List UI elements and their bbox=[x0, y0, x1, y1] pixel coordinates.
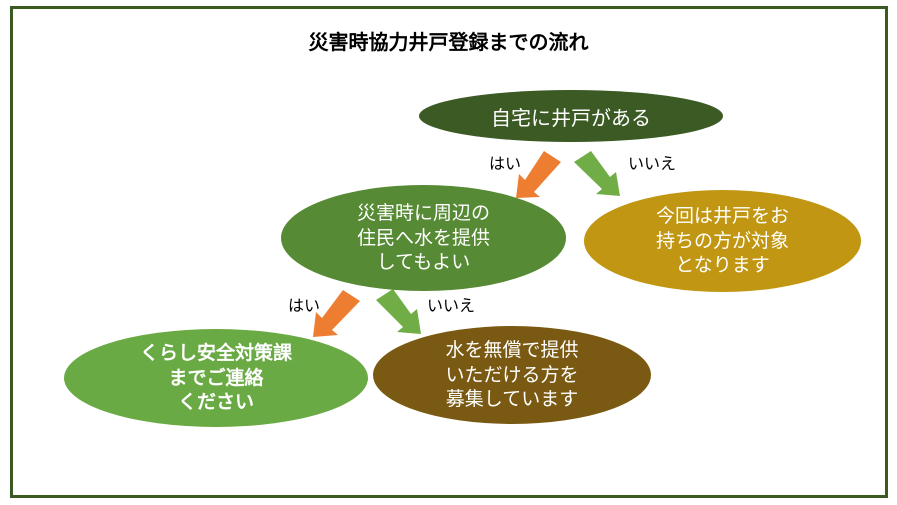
node-contact-office-text: くらし安全対策課 までご連絡 ください bbox=[139, 341, 292, 414]
arrow-start-no bbox=[574, 151, 620, 196]
edge-label-start-yes: はい bbox=[489, 154, 522, 173]
node-recruiting-text: 水を無償で提供 いただける方を 募集しています bbox=[445, 338, 579, 411]
arrow-q2-no bbox=[376, 289, 421, 334]
node-not-eligible: 今回は井戸をお 持ちの方が対象 となります bbox=[584, 190, 861, 292]
node-not-eligible-text: 今回は井戸をお 持ちの方が対象 となります bbox=[655, 204, 789, 277]
node-provide-water-question: 災害時に周辺の 住民へ水を提供 してもよい bbox=[281, 185, 566, 291]
edge-label-q2-no: いいえ bbox=[427, 296, 476, 315]
diagram-title: 災害時協力井戸登録までの流れ bbox=[308, 30, 589, 54]
node-recruiting: 水を無償で提供 いただける方を 募集しています bbox=[373, 326, 651, 424]
node-has-well-text: 自宅に井戸がある bbox=[491, 105, 651, 130]
arrow-q2-yes bbox=[313, 290, 360, 337]
arrow-start-yes bbox=[516, 151, 561, 198]
edge-label-start-no: いいえ bbox=[628, 154, 677, 173]
edge-label-q2-yes: はい bbox=[288, 296, 321, 315]
node-contact-office: くらし安全対策課 までご連絡 ください bbox=[64, 329, 368, 427]
node-provide-water-question-text: 災害時に周辺の 住民へ水を提供 してもよい bbox=[356, 201, 490, 274]
node-has-well: 自宅に井戸がある bbox=[419, 90, 723, 142]
